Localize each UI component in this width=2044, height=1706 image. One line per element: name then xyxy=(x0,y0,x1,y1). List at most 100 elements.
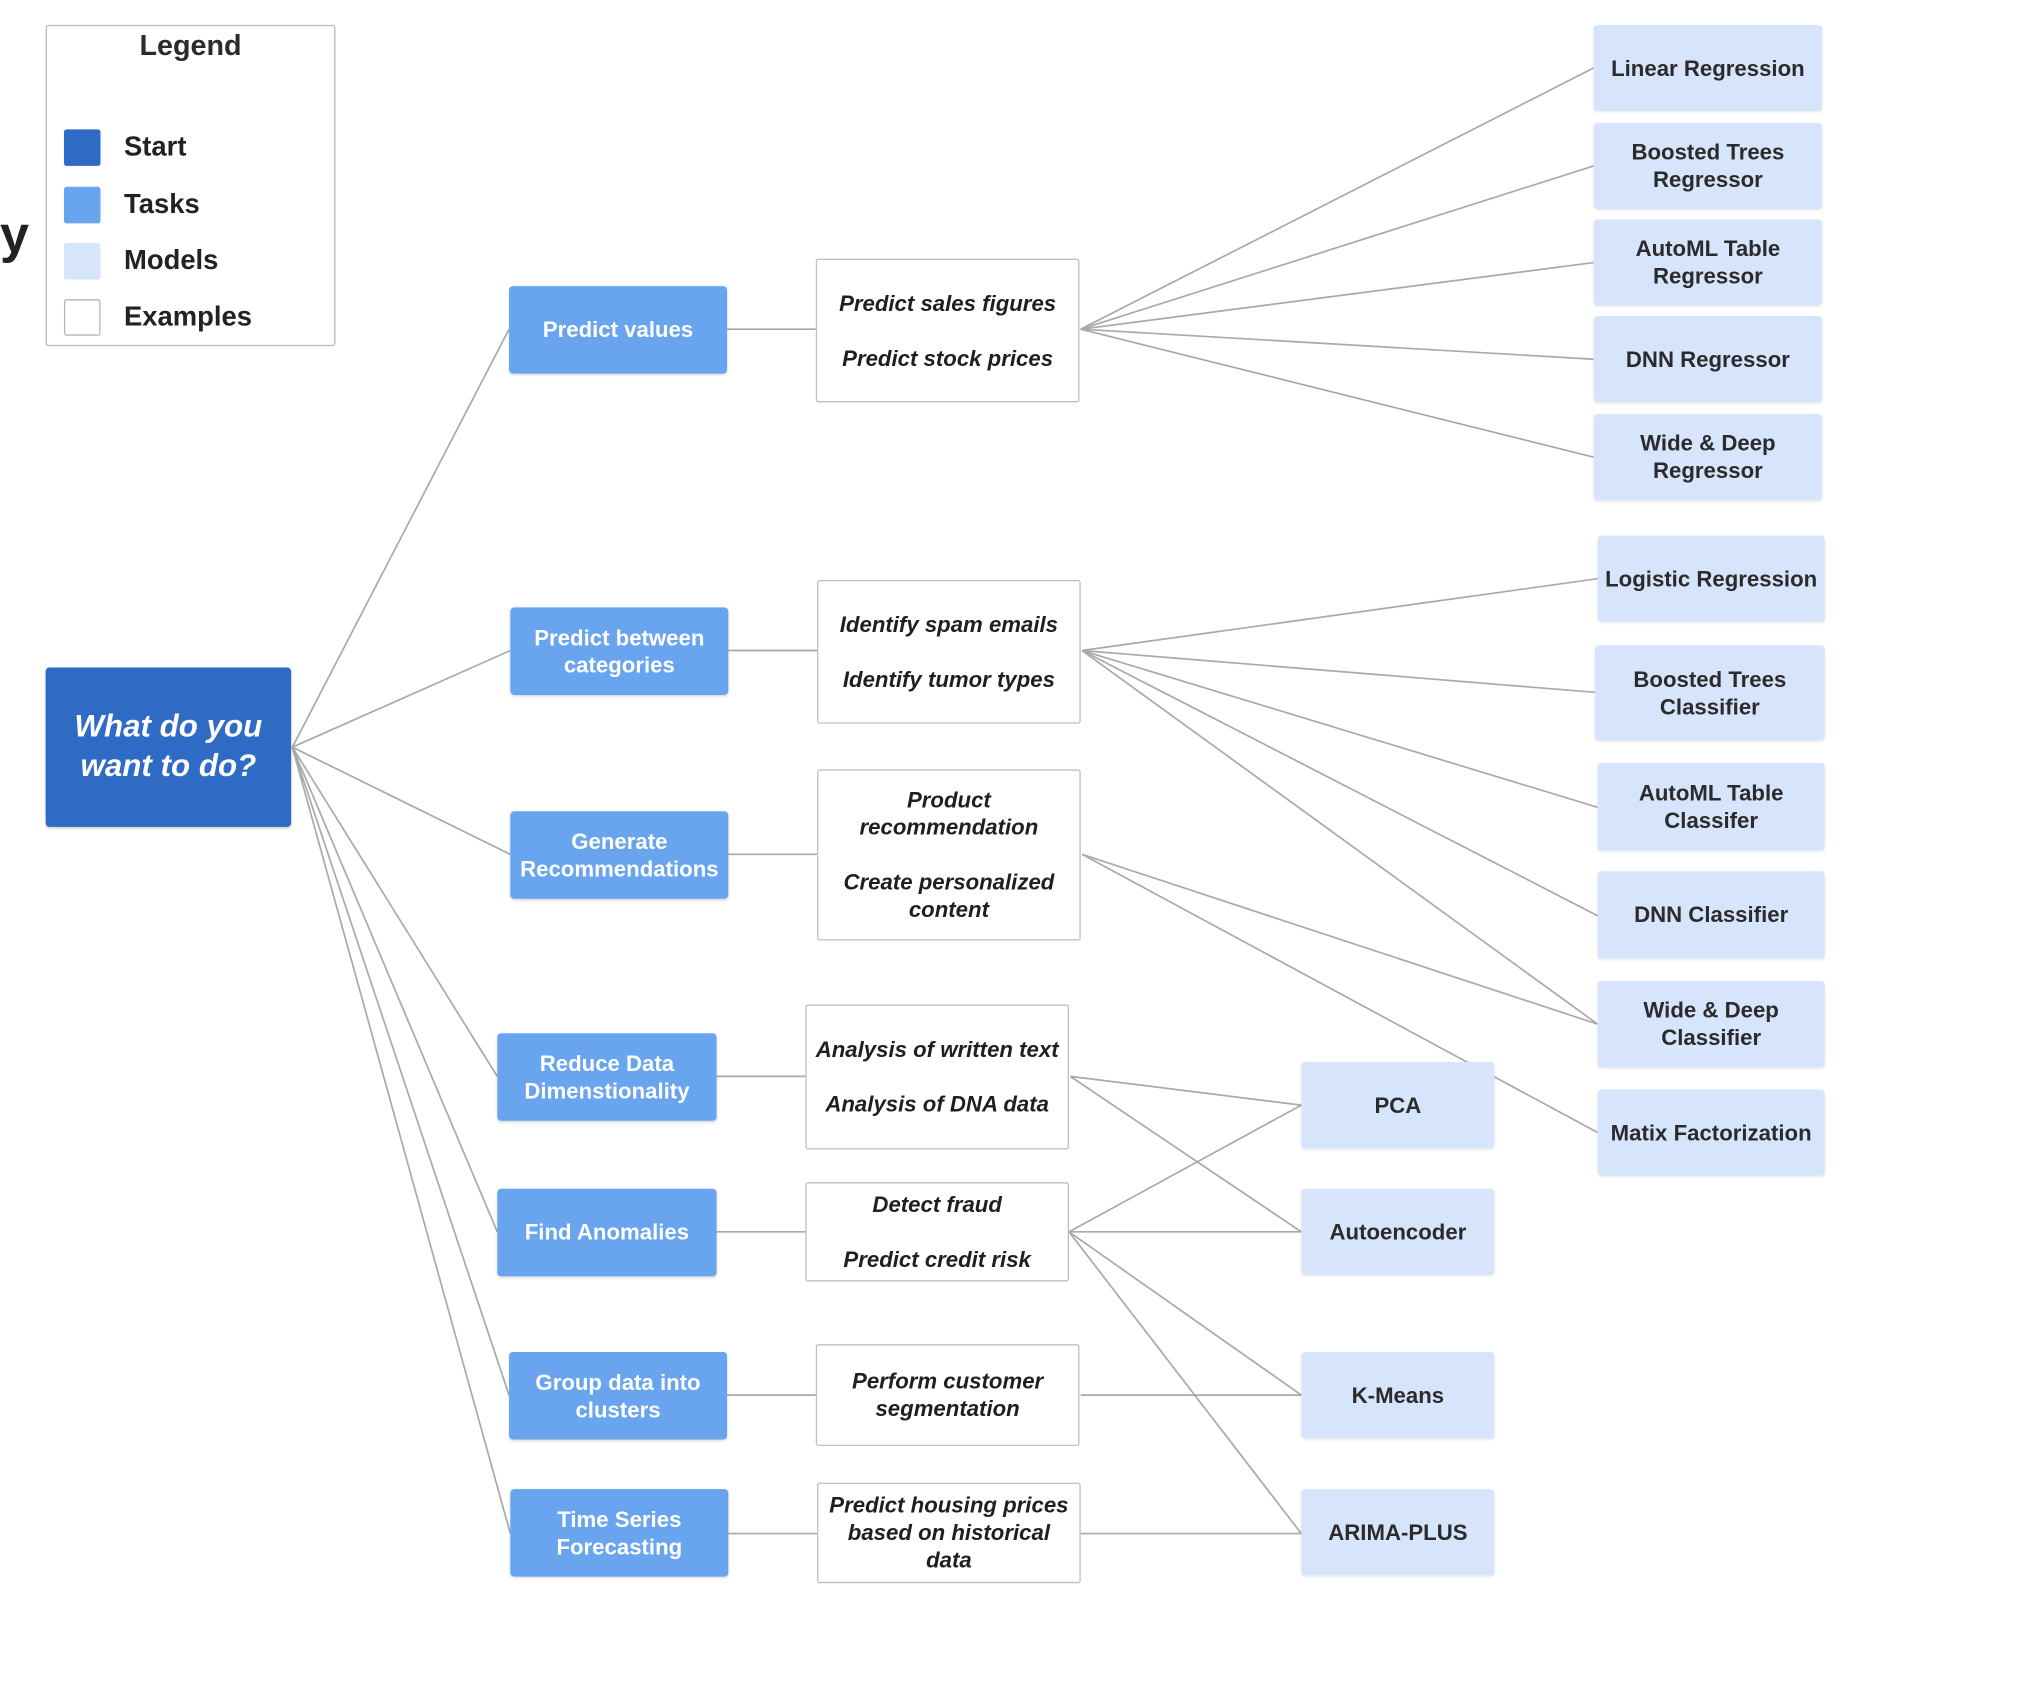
example-text: Analysis of written text xyxy=(815,1037,1059,1063)
legend-item-tasks: Tasks xyxy=(63,185,200,224)
label-line: Logistic Regression xyxy=(1605,566,1818,592)
connector-19 xyxy=(1081,577,1598,652)
node-label: PCA xyxy=(1374,1091,1421,1118)
connector-4 xyxy=(291,746,499,1233)
model-k-means: K-Means xyxy=(1301,1351,1495,1439)
label-line: Regressor xyxy=(1653,263,1763,289)
model-arima-plus: ARIMA-PLUS xyxy=(1301,1489,1495,1576)
legend-swatch-start xyxy=(63,129,101,166)
label-line: PCA xyxy=(1374,1092,1422,1118)
node-label: Predict values xyxy=(543,316,693,343)
label-line: DNN Classifier xyxy=(1634,902,1789,928)
example-text: Perform customer xyxy=(852,1368,1044,1394)
connector-1 xyxy=(292,649,511,748)
label-line: AutoML Table xyxy=(1638,780,1784,806)
legend: Legend Start Tasks Models Examples xyxy=(45,24,336,347)
example-text: Identify spam emails xyxy=(839,611,1059,637)
legend-title: Legend xyxy=(139,28,242,62)
label-line: Wide & Deep xyxy=(1640,431,1776,456)
label-line: AutoML Table xyxy=(1635,236,1781,262)
example-text: Predict stock prices xyxy=(842,345,1054,371)
connector-25 xyxy=(1081,853,1599,1134)
connector-2 xyxy=(291,746,511,856)
label-line: Boosted Trees xyxy=(1631,139,1785,165)
connector-30 xyxy=(1068,1231,1302,1396)
label-line: Predict between xyxy=(534,625,705,650)
connector-3 xyxy=(291,746,499,1077)
label-line: DNN Regressor xyxy=(1625,346,1790,372)
model-linear-regression: Linear Regression xyxy=(1593,24,1823,112)
label-line: categories xyxy=(563,652,675,678)
example-text: Predict housing prices xyxy=(829,1493,1069,1518)
label-line: Linear Regression xyxy=(1611,55,1805,81)
model-matrix-factorization: Matix Factorization xyxy=(1597,1089,1825,1176)
node-label: Autoencoder xyxy=(1329,1218,1466,1245)
cropped-edge-glyph: y xyxy=(0,206,30,264)
connector-21 xyxy=(1081,649,1598,809)
connector-31 xyxy=(1068,1231,1302,1535)
label-line: Generate xyxy=(571,828,668,854)
connector-16 xyxy=(1080,261,1594,331)
label-line: K-Means xyxy=(1351,1382,1445,1408)
label-line: ARIMA-PLUS xyxy=(1328,1519,1468,1545)
label-line: clusters xyxy=(575,1397,661,1422)
label-line: Classifier xyxy=(1659,694,1760,720)
label-line: Group data into xyxy=(535,1369,701,1395)
example-text: data xyxy=(926,1547,972,1573)
label-line: Autoencoder xyxy=(1329,1219,1467,1245)
label-line: Reduce Data xyxy=(539,1050,675,1076)
legend-item-start: Start xyxy=(63,128,186,167)
example-text: recommendation xyxy=(859,815,1039,840)
start-line-2: want to do? xyxy=(80,748,257,784)
example-text: Predict credit risk xyxy=(843,1246,1031,1272)
connector-5 xyxy=(291,746,510,1396)
model-dnn-classifier: DNN Classifier xyxy=(1597,871,1825,959)
connector-17 xyxy=(1080,328,1594,361)
start-line-1: What do you xyxy=(74,709,263,745)
node-label: ARIMA-PLUS xyxy=(1328,1519,1467,1546)
node-label: K-Means xyxy=(1352,1381,1444,1408)
label-line: Time Series xyxy=(557,1506,682,1532)
example-text: Create personalized xyxy=(843,869,1055,895)
label-line: Regressor xyxy=(1653,167,1763,193)
model-logistic-regression: Logistic Regression xyxy=(1597,535,1825,622)
example-text: Analysis of DNA data xyxy=(825,1092,1049,1117)
model-pca: PCA xyxy=(1301,1062,1495,1149)
model-autoencoder: Autoencoder xyxy=(1301,1188,1495,1275)
connector-0 xyxy=(291,328,510,748)
legend-label-tasks: Tasks xyxy=(123,189,200,220)
label-line: Matix Factorization xyxy=(1610,1120,1812,1145)
example-text: Detect fraud xyxy=(872,1191,1002,1217)
task-predict-values: Predict values xyxy=(509,286,728,374)
example-text: Predict sales figures xyxy=(839,290,1057,316)
node-label: DNN Classifier xyxy=(1634,901,1788,928)
connector-24 xyxy=(1081,853,1598,1025)
label-line: Forecasting xyxy=(556,1534,683,1560)
legend-item-models: Models xyxy=(63,242,218,281)
label-line: Find Anomalies xyxy=(524,1220,690,1245)
label-line: Recommendations xyxy=(520,856,719,882)
connector-27 xyxy=(1069,1075,1302,1233)
